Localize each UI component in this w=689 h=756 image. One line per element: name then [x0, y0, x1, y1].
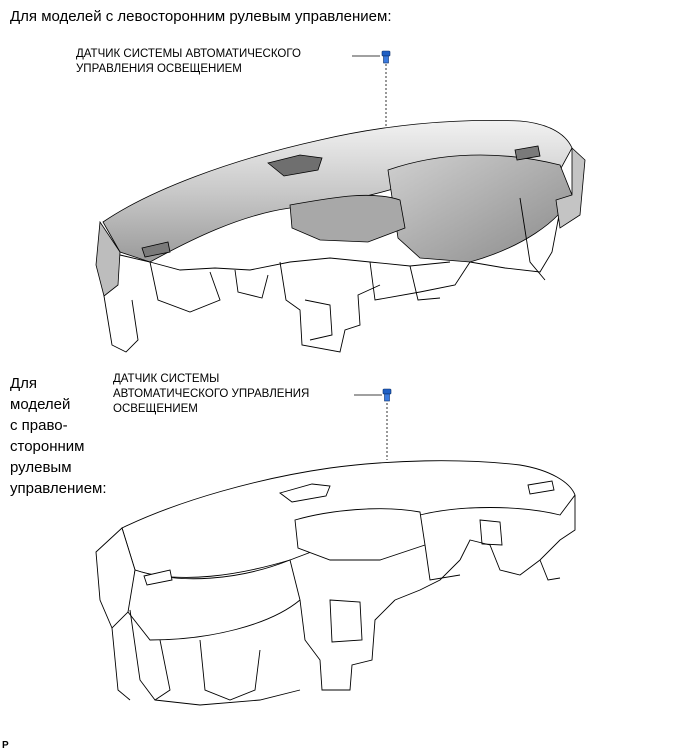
lhd-top-vent [267, 154, 323, 177]
lhd-light-sensor-icon [381, 50, 391, 64]
lhd-heading: Для моделей с левосторонним рулевым упра… [10, 8, 392, 25]
rhd-heading-line: управлением: [10, 480, 107, 497]
callout-line: АВТОМАТИЧЕСКОГО УПРАВЛЕНИЯ [113, 388, 310, 400]
lhd-dashboard-diagram [95, 119, 586, 353]
rhd-heading-line: моделей [10, 396, 71, 413]
rhd-light-sensor-icon [382, 388, 392, 402]
lhd-center-panel [289, 194, 406, 243]
rhd-top-vent [279, 483, 331, 503]
rhd-heading-line: рулевым [10, 459, 72, 476]
lhd-glovebox [387, 154, 573, 263]
callout-line: ОСВЕЩЕНИЕМ [113, 403, 198, 415]
rhd-left-vent [143, 569, 173, 586]
callout-line: ДАТЧИК СИСТЕМЫ [113, 373, 220, 385]
rhd-heading-line: с право- [10, 417, 68, 434]
rhd-frame [111, 495, 576, 706]
lhd-right-end [555, 147, 586, 229]
rhd-heading-line: Для [10, 375, 38, 392]
lhd-right-vent [514, 145, 541, 161]
lhd-sensor-callout: ДАТЧИК СИСТЕМЫ АВТОМАТИЧЕСКОГО УПРАВЛЕНИ… [76, 47, 301, 77]
lhd-left-vent [141, 241, 171, 258]
rhd-right-vent [527, 480, 555, 495]
rhd-center-panel [294, 508, 426, 561]
lhd-sensor-leader [352, 55, 387, 128]
callout-line: УПРАВЛЕНИЯ ОСВЕЩЕНИЕМ [76, 63, 242, 75]
rhd-heading: Для моделей с право- сторонним рулевым у… [10, 373, 107, 499]
rhd-sensor-leader [354, 394, 388, 460]
rhd-heading-line: сторонним [10, 438, 85, 455]
figure-reference-label: P [2, 740, 9, 751]
callout-line: ДАТЧИК СИСТЕМЫ АВТОМАТИЧЕСКОГО [76, 48, 301, 60]
rhd-dashboard-diagram [95, 460, 576, 706]
lhd-frame [103, 194, 573, 353]
rhd-sensor-callout: ДАТЧИК СИСТЕМЫ АВТОМАТИЧЕСКОГО УПРАВЛЕНИ… [113, 372, 309, 417]
lhd-left-end [95, 220, 121, 297]
